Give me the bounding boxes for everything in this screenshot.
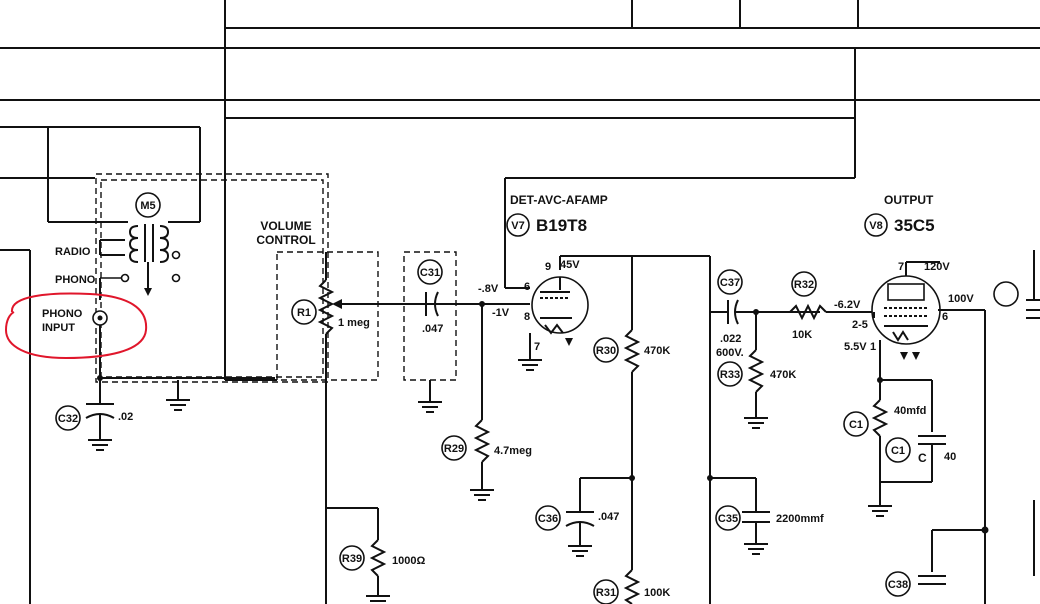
filter-capacitor-c1c: C38 [885, 526, 989, 597]
v8-tube: OUTPUT V8 35C5 7 2-5 6 1 120V 100V -6.2V… [834, 193, 986, 604]
v7-grid-circuit: R29 4.7meg -.8V -1V [441, 283, 532, 501]
v8-cathode-voltage: 5.5V [844, 341, 867, 353]
r30-label: R30 [596, 345, 616, 357]
radio-label: RADIO [55, 246, 91, 258]
v7-tube: DET-AVC-AFAMP V7 B19T8 9 6 8 7 45V [506, 193, 632, 371]
phono-input-label-line1: PHONO [42, 308, 83, 320]
c35-value: 2200mmf [776, 513, 824, 525]
r32-value: 10K [792, 329, 812, 341]
v8-pin-1: 1 [870, 341, 876, 353]
v7-grid-voltage: -.8V [478, 283, 499, 295]
r34-value: 40mfd [894, 405, 926, 417]
v7-plate-voltage: 45V [560, 259, 580, 271]
r39-resistor: R39 1000Ω [325, 507, 425, 604]
c37-label: C37 [720, 277, 740, 289]
phono-input-label-line2: INPUT [42, 322, 75, 334]
c1d-section: C [918, 451, 927, 465]
c37-rating: 600V. [716, 347, 744, 359]
m5-switch-assembly: M5 RADIO PHONO [55, 173, 329, 383]
r30-value: 470K [644, 345, 670, 357]
v7-tube-type: B19T8 [536, 216, 587, 235]
v8-plate-voltage: 100V [948, 293, 974, 305]
c35-label: C35 [718, 513, 738, 525]
volume-label-line2: CONTROL [256, 233, 315, 247]
v7-plate-load: R30 470K C36 .047 R31 100K [535, 255, 711, 604]
c32-capacitor: C31 .047 [403, 251, 457, 413]
c36-value: .047 [598, 511, 619, 523]
v8-screen-voltage: 120V [924, 261, 950, 273]
ground-switch [166, 380, 190, 411]
v7-pin-9: 9 [545, 261, 551, 273]
c32-value: .047 [422, 323, 443, 335]
volume-control: VOLUME CONTROL R1 1 meg [225, 219, 470, 508]
v7-cathode-voltage: -1V [492, 307, 510, 319]
m5-label: M5 [140, 200, 155, 212]
v8-function: OUTPUT [884, 193, 934, 207]
v8-pin-7: 7 [898, 261, 904, 273]
r1-label: R1 [297, 307, 311, 319]
v8-tube-type: 35C5 [894, 216, 935, 235]
v7-function: DET-AVC-AFAMP [510, 193, 608, 207]
r32-label: R32 [794, 279, 814, 291]
v8-cathode-network: C1 40mfd C1 C 40 [843, 377, 956, 517]
c1d-value: 40 [944, 451, 956, 463]
v8-label: V8 [869, 220, 882, 232]
r34-label: C1 [849, 419, 863, 431]
phono-label: PHONO [55, 274, 96, 286]
r33-label: R33 [720, 369, 740, 381]
c32-label: C31 [420, 267, 440, 279]
c38-capacitor [993, 250, 1040, 576]
c31-capacitor: C32 .02 [55, 403, 133, 451]
r39-label: R39 [342, 553, 362, 565]
c1d-label: C1 [891, 445, 905, 457]
c36-label: C36 [538, 513, 558, 525]
v7-label: V7 [511, 220, 524, 232]
phono-input-jack: PHONO INPUT [42, 308, 275, 404]
v8-grid-voltage: -6.2V [834, 299, 861, 311]
r31-value: 100K [644, 587, 670, 599]
phono-input-annotation-ellipse [4, 292, 148, 360]
c31-value: .02 [118, 411, 133, 423]
c1c-label: C38 [888, 579, 908, 591]
v7-pin-7: 7 [534, 341, 540, 353]
c37-value: .022 [720, 333, 741, 345]
r1-value: 1 meg [338, 317, 370, 329]
coupling-network: C37 .022 600V. R33 470K C35 2200mmf R32 … [707, 269, 874, 555]
v7-pin-6: 6 [524, 281, 530, 293]
r29-label: R29 [444, 443, 464, 455]
r33-value: 470K [770, 369, 796, 381]
r31-label: R31 [596, 587, 616, 599]
v8-pin-6: 6 [942, 311, 948, 323]
volume-label-line1: VOLUME [260, 219, 311, 233]
v8-pin-2-5: 2-5 [852, 319, 868, 331]
r29-value: 4.7meg [494, 445, 532, 457]
r39-value: 1000Ω [392, 555, 425, 567]
c31-label: C32 [58, 413, 78, 425]
v7-pin-8: 8 [524, 311, 530, 323]
